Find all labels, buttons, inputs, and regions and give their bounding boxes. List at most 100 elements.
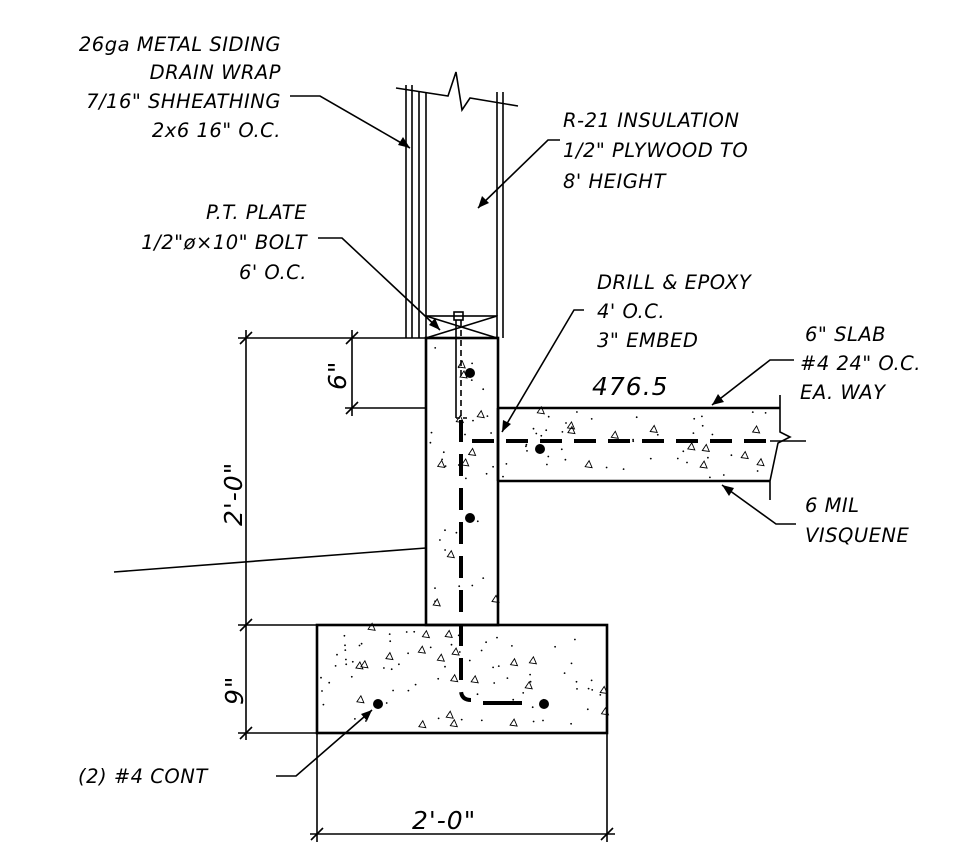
stipple-dot: [622, 468, 625, 470]
svg-text:6 MIL: 6 MIL: [805, 494, 860, 517]
stipple-dot: [464, 433, 466, 436]
stipple-dot: [351, 660, 354, 663]
stipple-dot: [345, 663, 348, 666]
stipple-dot: [492, 465, 494, 468]
stray-leader: [113, 547, 427, 573]
stipple-dot: [756, 470, 759, 472]
svg-text:#4 24" O.C.: #4 24" O.C.: [800, 352, 921, 375]
stipple-dot: [345, 658, 347, 661]
stipple-dot: [560, 448, 563, 451]
stipple-triangle: [599, 685, 608, 695]
dim-stem-height: 2'-0": [219, 462, 248, 526]
stipple-dot: [632, 438, 634, 441]
stipple-triangle: [449, 718, 459, 728]
stipple-triangle: [476, 409, 485, 419]
stipple-dot: [358, 644, 361, 647]
stipple-dot: [656, 433, 659, 436]
stipple-dot: [485, 472, 488, 475]
stipple-dot: [590, 418, 593, 420]
svg-text:7/16" SHHEATHING: 7/16" SHHEATHING: [86, 90, 281, 113]
stipple-dot: [476, 693, 479, 696]
stipple-triangle: [524, 680, 533, 690]
stipple-dot: [458, 651, 461, 653]
stipple-dot: [472, 419, 474, 422]
stipple-dot: [468, 659, 471, 662]
stipple-dot: [407, 689, 410, 692]
stipple-dot: [590, 679, 593, 682]
stipple-dot: [693, 417, 696, 420]
stipple-dot: [707, 456, 709, 459]
stipple-dot: [575, 680, 578, 683]
rebar-dot: [535, 444, 545, 454]
stipple-dot: [430, 431, 433, 434]
stipple-dot: [482, 388, 485, 391]
stipple-dot: [492, 666, 494, 669]
stipple-dot: [722, 474, 725, 476]
stipple-dot: [482, 577, 485, 579]
stipple-triangle: [610, 430, 620, 439]
stipple-triangle: [467, 447, 477, 457]
stipple-dot: [442, 451, 445, 454]
stipple-dot: [350, 675, 353, 678]
stipple-triangle: [699, 460, 708, 469]
dim-embed-depth: 6": [323, 361, 352, 390]
stipple-dot: [441, 458, 443, 461]
stipple-dot: [565, 422, 567, 424]
stipple-dot: [344, 644, 346, 647]
stipple-dot: [414, 683, 417, 686]
concrete-stipple: [320, 347, 767, 729]
stipple-triangle: [418, 719, 427, 729]
stipple-dot: [701, 424, 704, 427]
stipple-triangle: [584, 459, 593, 469]
stipple-dot: [336, 653, 338, 656]
pt-plate: [425, 315, 498, 339]
stipple-dot: [485, 641, 487, 644]
stipple-triangle: [451, 647, 460, 656]
stipple-dot: [709, 476, 711, 479]
rebar-dot: [373, 699, 383, 709]
dimension-lines: [238, 330, 615, 842]
stipple-dot: [751, 411, 754, 413]
stipple-dot: [434, 347, 437, 349]
label-vapor: 6 MIL VISQUENE: [805, 494, 909, 547]
stipple-dot: [587, 687, 590, 690]
rebar-dot: [465, 368, 475, 378]
stipple-dot: [493, 682, 496, 684]
label-siding: 26ga METAL SIDING DRAIN WRAP 7/16" SHHEA…: [79, 33, 281, 142]
stipple-triangle: [701, 443, 711, 453]
stipple-dot: [512, 698, 515, 701]
stipple-triangle: [687, 441, 696, 451]
stipple-triangle: [509, 657, 519, 667]
anchor-bolt: [453, 311, 470, 419]
stipple-dot: [547, 455, 550, 458]
stipple-dot: [398, 663, 400, 666]
stipple-dot: [321, 690, 323, 692]
stipple-dot: [490, 432, 492, 434]
rebar-dot: [465, 513, 475, 523]
elevation-label: 476.5: [592, 372, 669, 401]
stipple-triangle: [567, 425, 576, 435]
stipple-dot: [599, 694, 602, 696]
stipple-dot: [506, 677, 509, 679]
stipple-dot: [465, 477, 467, 480]
stipple-dot: [532, 720, 535, 723]
svg-text:2x6 16" O.C.: 2x6 16" O.C.: [152, 119, 281, 142]
stipple-dot: [437, 677, 440, 680]
svg-text:6" SLAB: 6" SLAB: [805, 323, 886, 346]
stipple-dot: [505, 463, 508, 465]
stipple-dot: [480, 719, 483, 722]
stipple-dot: [471, 584, 474, 587]
stipple-dot: [334, 665, 337, 667]
stipple-dot: [458, 585, 461, 588]
stipple-triangle: [417, 645, 427, 654]
stipple-triangle: [436, 459, 446, 468]
stipple-dot: [389, 640, 392, 643]
stipple-dot: [676, 457, 679, 460]
stipple-dot: [434, 587, 436, 589]
stipple-dot: [470, 379, 473, 381]
stipple-triangle: [509, 718, 518, 727]
label-dowel: DRILL & EPOXY 4' O.C. 3" EMBED: [597, 271, 752, 352]
stipple-dot: [429, 646, 432, 649]
stipple-dot: [554, 645, 556, 648]
stipple-dot: [547, 415, 550, 418]
